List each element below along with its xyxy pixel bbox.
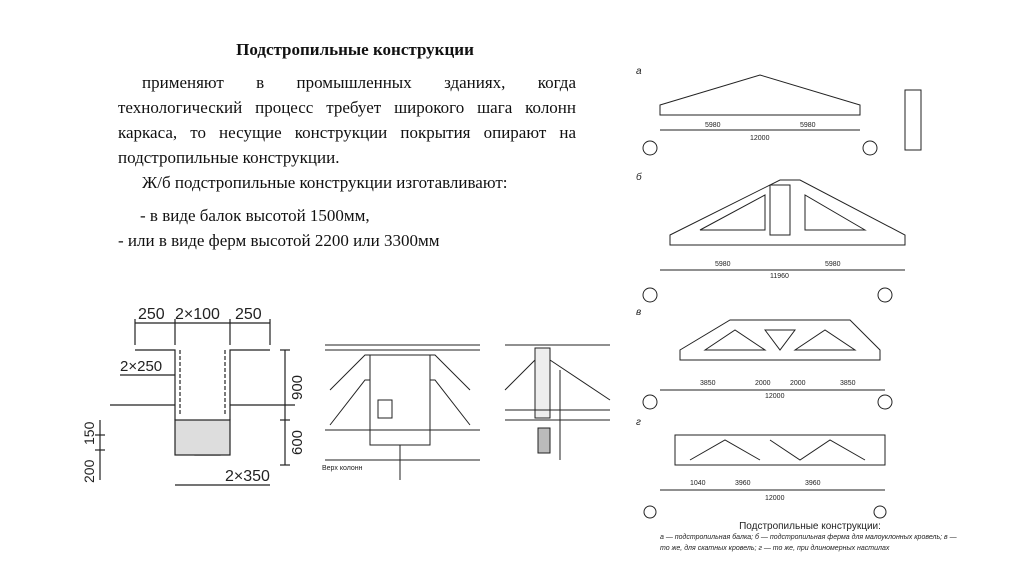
page-title: Подстропильные конструкции [236, 40, 474, 59]
bullet-beams: - в виде балок высотой 1500мм, [140, 206, 370, 225]
bullet-trusses: - или в виде ферм высотой 2200 или 3300м… [118, 231, 440, 250]
label-b: б [636, 171, 642, 183]
dim-2x350: 2×350 [225, 468, 270, 485]
dim-d-total: 12000 [765, 495, 785, 502]
dim-250-right: 250 [235, 306, 262, 323]
truss-set-drawing: а б в г 5980 5980 12000 5980 5980 11960 … [636, 66, 922, 519]
dim-d-3: 3960 [805, 480, 821, 487]
dim-b-2: 5980 [825, 261, 841, 268]
dim-d-2: 3960 [735, 480, 751, 487]
dim-a-total: 12000 [750, 135, 770, 142]
dim-2x250: 2×250 [120, 358, 162, 375]
dim-d-1: 1040 [690, 480, 706, 487]
column-section-drawing: 250 2×100 250 2×250 900 600 150 200 2×35… [81, 306, 306, 486]
dim-c-3: 2000 [790, 380, 806, 387]
dim-c-2: 2000 [755, 380, 771, 387]
intro-paragraph: применяют в промышленных зданиях, когда … [118, 70, 576, 195]
dim-b-total: 11960 [770, 273, 789, 280]
dim-b-1: 5980 [715, 261, 731, 268]
label-c: в [636, 307, 641, 318]
dim-c-4: 3850 [840, 380, 856, 387]
caption-title: Подстропильные конструкции: [739, 521, 881, 532]
production-line: Ж/б подстропильные конструкции изготавли… [142, 173, 508, 192]
dim-900: 900 [289, 375, 306, 400]
dim-250-left: 250 [138, 306, 165, 323]
dim-a-2: 5980 [800, 122, 816, 129]
dim-a-1: 5980 [705, 122, 721, 129]
label-d: г [636, 417, 641, 428]
dim-600: 600 [289, 430, 306, 455]
figure-caption: Подстропильные конструкции: а — подстроп… [660, 521, 960, 554]
dim-c-total: 12000 [765, 393, 785, 400]
dim-c-1: 3850 [700, 380, 716, 387]
label-a: а [636, 66, 642, 77]
truss-section-drawing [504, 344, 611, 460]
dim-2x100: 2×100 [175, 306, 220, 323]
dim-150: 150 [81, 421, 97, 445]
top-of-column-label: Верх колонн [322, 465, 363, 472]
bullet-list: - в виде балок высотой 1500мм, - или в в… [118, 203, 588, 253]
truss-node-drawing: Верх колонн [322, 344, 480, 480]
dim-200: 200 [81, 459, 97, 483]
caption-body: а — подстропильная балка; б — подстропил… [660, 534, 957, 552]
intro-text: применяют в промышленных зданиях, когда … [118, 73, 576, 167]
